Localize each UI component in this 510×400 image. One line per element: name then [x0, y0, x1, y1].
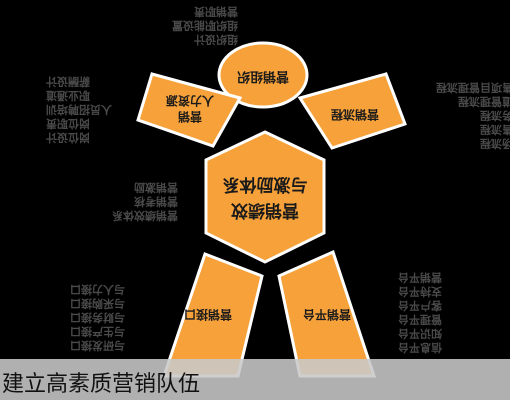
note-line: 与财务接口	[70, 311, 125, 324]
note-line: 销售流程	[480, 123, 510, 136]
note-line: 营销平台	[398, 271, 442, 284]
note-line: 渠道管理流程	[458, 95, 510, 108]
notes-top: 组织设计 组织职能设置 营销职责	[172, 4, 238, 46]
left-arm-label-line2: 人力资源	[166, 94, 214, 109]
note-line: 营销考核	[134, 195, 178, 208]
note-line: 与生产接口	[70, 325, 125, 338]
head-label: 营销组织	[237, 69, 289, 85]
body-shape	[204, 130, 326, 264]
left-leg-label: 营销接口	[184, 308, 232, 323]
notes-left: 岗位设计 岗位职责 人员招聘培训 职业通道 薪酬设计	[46, 74, 112, 144]
note-line: 岗位设计	[46, 131, 90, 144]
right-arm-shape	[297, 72, 407, 150]
note-line: 销售项目管理流程	[436, 81, 510, 94]
left-arm-shape	[136, 72, 243, 148]
note-line: 人员招聘培训	[46, 103, 112, 116]
note-line: 信息平台	[398, 341, 442, 354]
notes-middle: 营销绩效体系 营销考核 营销激励	[112, 180, 178, 222]
note-line: 营销绩效体系	[112, 209, 178, 222]
note-line: 与采购接口	[70, 297, 125, 310]
note-line: 职业通道	[46, 89, 90, 102]
caption-bar	[0, 359, 510, 400]
note-line: 组织设计	[194, 33, 238, 46]
note-line: 岗位职责	[46, 117, 90, 130]
notes-right: 市场流程 销售流程 服务流程 渠道管理流程 销售项目管理流程	[436, 80, 510, 150]
note-line: 组织职能设置	[172, 19, 238, 32]
caption-text: 建立高素质营销队伍	[2, 372, 201, 397]
note-line: 客户平台	[398, 299, 442, 312]
right-arm-label: 营销流程	[331, 108, 379, 123]
notes-bottom-left: 与研发接口 与生产接口 与财务接口 与采购接口 与人力接口	[70, 282, 125, 352]
note-line: 薪酬设计	[46, 75, 90, 88]
note-line: 知识平台	[398, 327, 442, 340]
left-arm-label-line1: 营销	[178, 110, 202, 125]
note-line: 与研发接口	[70, 339, 125, 352]
note-line: 与人力接口	[70, 283, 125, 296]
body-label-line2: 与激励体系	[223, 174, 308, 195]
note-line: 市场流程	[480, 137, 510, 150]
note-line: 营销激励	[134, 181, 178, 194]
notes-bottom-right: 信息平台 知识平台 管理平台 客户平台 支持平台 营销平台	[398, 270, 442, 354]
body-label-line1: 营销绩效	[231, 200, 299, 221]
note-line: 营销职责	[194, 5, 238, 18]
head-shape	[217, 41, 309, 109]
note-line: 管理平台	[398, 313, 442, 326]
right-leg-label: 营销平台	[303, 308, 351, 323]
note-line: 支持平台	[398, 285, 442, 298]
note-line: 服务流程	[480, 109, 510, 122]
